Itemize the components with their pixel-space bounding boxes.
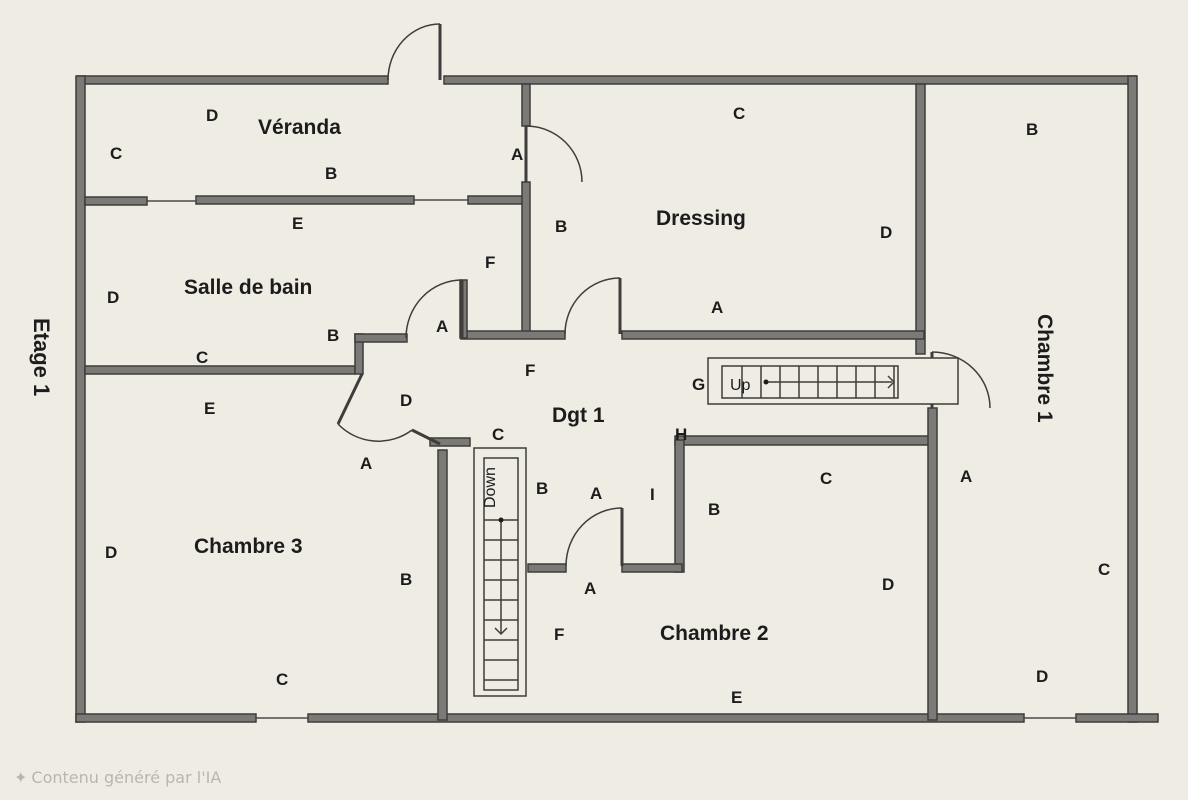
room-label-dressing: Dressing [656, 207, 746, 230]
wall-label: D [1036, 667, 1048, 686]
wall-label: E [292, 214, 303, 233]
outer-walls [75, 75, 1159, 723]
wall-label: F [554, 625, 564, 644]
interior-walls [84, 83, 938, 721]
ai-generated-text: Contenu généré par l'IA [31, 768, 222, 787]
room-label-chambre1: Chambre 1 [1033, 314, 1056, 423]
wall-label: D [206, 106, 218, 125]
wall-label: A [590, 484, 602, 503]
wall-label: F [485, 253, 495, 272]
wall-label: B [708, 500, 720, 519]
stairs-down [473, 447, 527, 697]
wall-label: D [880, 223, 892, 242]
wall-label: A [360, 454, 372, 473]
wall-label: B [325, 164, 337, 183]
wall-label: G [692, 375, 705, 394]
room-label-chambre2: Chambre 2 [660, 622, 769, 645]
wall-label: A [960, 467, 972, 486]
sparkle-icon: ✦ [14, 768, 28, 787]
room-label-chambre3: Chambre 3 [194, 535, 303, 558]
stairs-up [707, 357, 959, 405]
wall-label: D [400, 391, 412, 410]
wall-label: D [105, 543, 117, 562]
wall-label: D [882, 575, 894, 594]
wall-label: C [196, 348, 208, 367]
wall-label: B [1026, 120, 1038, 139]
stairs-up-label: Up [730, 377, 751, 394]
wall-label: E [731, 688, 742, 707]
wall-label: B [555, 217, 567, 236]
wall-label: C [110, 144, 122, 163]
room-label-veranda: Véranda [258, 116, 341, 139]
wall-label: B [327, 326, 339, 345]
wall-label: A [436, 317, 448, 336]
wall-label: C [733, 104, 745, 123]
doors [336, 23, 991, 567]
wall-label: C [820, 469, 832, 488]
wall-label: B [400, 570, 412, 589]
wall-label: I [650, 485, 655, 504]
wall-label: D [107, 288, 119, 307]
wall-label: C [492, 425, 504, 444]
windows [147, 199, 1076, 719]
wall-label: F [525, 361, 535, 380]
wall-label: H [675, 425, 687, 444]
wall-labels: D C B A C B D A B A C D E F D A B C F G … [105, 104, 1110, 707]
wall-label: A [711, 298, 723, 317]
stairs-down-label: Down [482, 467, 499, 508]
ai-generated-notice: ✦Contenu généré par l'IA [14, 768, 221, 787]
wall-label: A [584, 579, 596, 598]
wall-label: C [1098, 560, 1110, 579]
room-label-salle-de-bain: Salle de bain [184, 276, 312, 299]
room-label-dgt1: Dgt 1 [552, 404, 605, 427]
wall-label: B [536, 479, 548, 498]
wall-label: C [276, 670, 288, 689]
wall-label: A [511, 145, 523, 164]
level-label: Etage 1 [29, 318, 54, 396]
wall-label: E [204, 399, 215, 418]
room-labels: Véranda Dressing Salle de bain Dgt 1 Cha… [29, 116, 1056, 645]
